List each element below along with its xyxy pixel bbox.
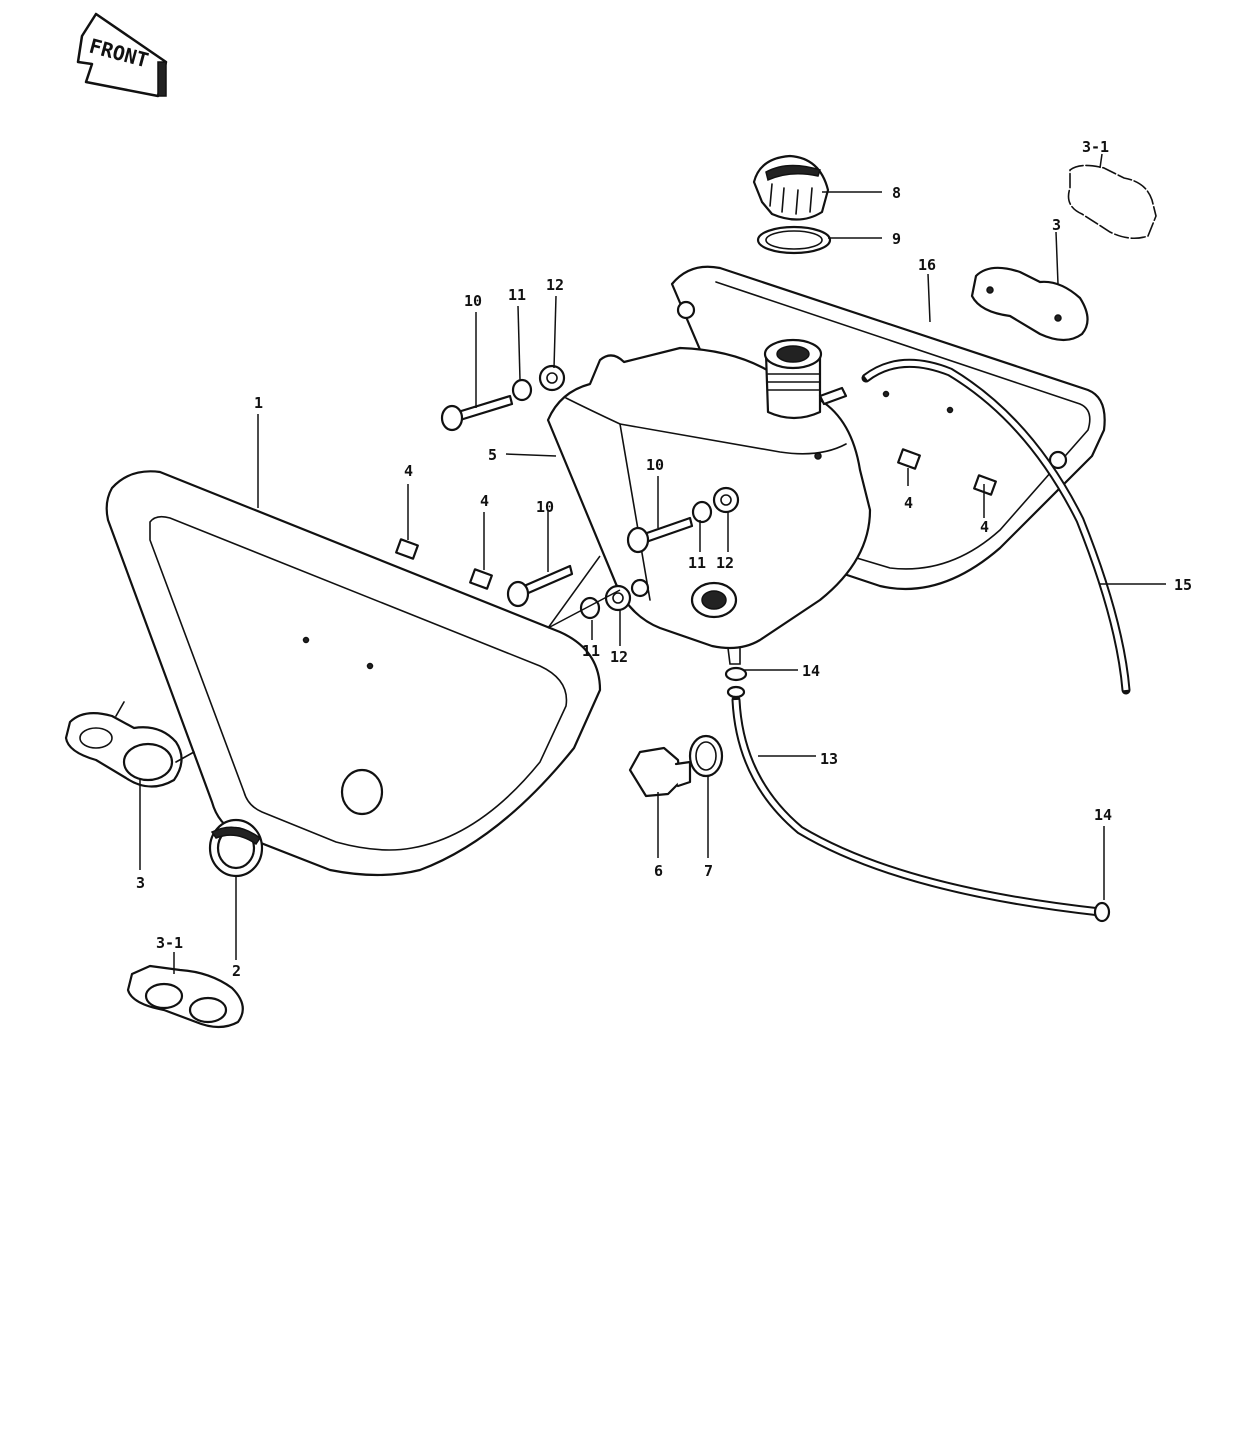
label-6: 6 — [654, 862, 663, 880]
label-10a: 10 — [464, 292, 482, 310]
emblem-plate-right — [970, 266, 1089, 342]
washer-11b — [691, 500, 713, 524]
label-3-right: 3 — [1052, 216, 1061, 234]
clip-4d — [973, 474, 997, 496]
drain-plug — [628, 746, 692, 798]
label-11a: 11 — [508, 286, 526, 304]
washer-12b — [712, 486, 740, 514]
clip-4b — [469, 568, 493, 590]
callout-labels: 1 2 3 3 3-1 3-1 4 4 4 4 5 6 7 8 9 10 10 … — [136, 138, 1192, 980]
label-1: 1 — [254, 394, 263, 412]
screw-10b — [626, 516, 694, 554]
emblem-bracket-left — [126, 964, 244, 1029]
leader-lines — [139, 153, 1166, 974]
front-arrow-icon: FRONT — [76, 12, 168, 98]
label-12b: 12 — [716, 554, 734, 572]
side-cover-left — [105, 470, 602, 877]
grommet — [208, 818, 264, 878]
label-15: 15 — [1174, 576, 1192, 594]
label-9: 9 — [892, 230, 901, 248]
label-11b: 11 — [688, 554, 706, 572]
label-4d: 4 — [980, 518, 989, 536]
label-5: 5 — [488, 446, 497, 464]
label-3-left: 3 — [136, 874, 145, 892]
clamp-14b — [1093, 901, 1111, 923]
label-7: 7 — [704, 862, 713, 880]
label-11c: 11 — [582, 642, 600, 660]
label-10b: 10 — [646, 456, 664, 474]
screw-10a — [440, 394, 514, 432]
gasket-7 — [688, 734, 724, 778]
washer-11c — [579, 596, 601, 620]
label-14b: 14 — [1094, 806, 1112, 824]
label-4c: 4 — [904, 494, 913, 512]
label-3-1-left: 3-1 — [156, 934, 183, 952]
washer-12a — [538, 364, 566, 392]
label-8: 8 — [892, 184, 901, 202]
label-3-1-right: 3-1 — [1082, 138, 1109, 156]
clamp-14a — [724, 666, 748, 682]
label-4b: 4 — [480, 492, 489, 510]
clip-4a — [395, 538, 419, 560]
washer-11a — [511, 378, 533, 402]
label-16: 16 — [918, 256, 936, 274]
label-12a: 12 — [546, 276, 564, 294]
oil-cap — [752, 154, 830, 221]
label-10c: 10 — [536, 498, 554, 516]
label-13: 13 — [820, 750, 838, 768]
emblem-plate-left — [64, 701, 195, 788]
label-2: 2 — [232, 962, 241, 980]
label-14a: 14 — [802, 662, 820, 680]
label-4a: 4 — [404, 462, 413, 480]
label-12c: 12 — [610, 648, 628, 666]
emblem-bracket-right — [1067, 164, 1157, 240]
clip-4c — [897, 448, 921, 470]
screw-10c — [506, 564, 574, 608]
oil-tank — [546, 338, 872, 665]
washer-12c — [604, 584, 632, 612]
